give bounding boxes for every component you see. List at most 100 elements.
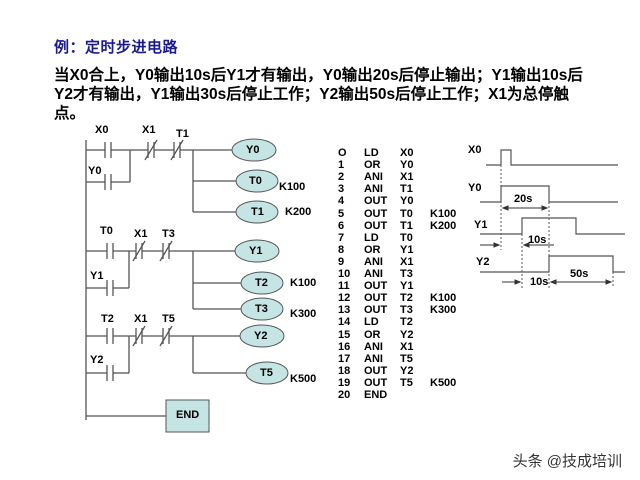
contact-label: T1 <box>176 128 189 140</box>
preset: K300 <box>430 304 457 317</box>
step-number: 20 <box>338 389 351 401</box>
operand: X1 <box>400 340 414 353</box>
step-number: 13 <box>338 304 351 317</box>
operand: Y0 <box>400 159 414 172</box>
instruction-row: 20 END <box>338 389 468 401</box>
duration-label: 10s <box>528 234 547 246</box>
step-number: 1 <box>338 159 345 172</box>
instruction-row: 4 OUT Y0 <box>338 195 468 207</box>
duration-label: 20s <box>514 193 533 205</box>
instruction-row: 16 ANI X1 <box>338 341 468 353</box>
step-number: 16 <box>338 340 351 353</box>
operand: Y1 <box>400 243 414 256</box>
step-number: 18 <box>338 364 351 377</box>
step-number: 7 <box>338 231 345 244</box>
contact-label: Y1 <box>90 270 104 282</box>
signal-label: Y1 <box>474 219 488 231</box>
instruction-row: 12 OUT T2 K100 <box>338 292 468 304</box>
operand: Y0 <box>400 195 414 208</box>
end-label: END <box>176 409 200 421</box>
operand: T5 <box>400 352 413 365</box>
contact-label: X1 <box>134 228 148 240</box>
coil-label: T5 <box>260 367 273 379</box>
signal-label: Y2 <box>476 256 490 268</box>
step-number: 5 <box>338 207 345 220</box>
instruction-row: 8 OR Y1 <box>338 244 468 256</box>
opcode: ANI <box>364 171 383 184</box>
step-number: 19 <box>338 376 351 389</box>
opcode: OUT <box>364 195 388 208</box>
coil-label: T1 <box>251 206 264 218</box>
waveform-y0 <box>480 185 618 203</box>
coil-t5 <box>245 361 289 385</box>
opcode: OR <box>364 328 381 341</box>
watermark: 头条 @技成培训 <box>512 453 622 470</box>
coil-t1 <box>235 200 279 224</box>
step-number: 2 <box>338 171 345 184</box>
preset: K100 <box>430 292 457 305</box>
coil-label: T2 <box>255 277 268 289</box>
operand: Y2 <box>400 364 414 377</box>
coil-label: Y1 <box>249 245 263 257</box>
waveform-y1 <box>480 217 625 235</box>
timing-diagram <box>480 149 625 273</box>
opcode: LD <box>364 231 379 244</box>
step-number: 17 <box>338 352 351 365</box>
operand: T5 <box>400 376 413 389</box>
operand: X1 <box>400 171 414 184</box>
coil-label: Y2 <box>254 330 268 342</box>
contact-label: T3 <box>162 228 175 240</box>
contact-label: X0 <box>95 124 109 136</box>
preset: K500 <box>430 376 457 389</box>
contact-label: Y0 <box>88 165 102 177</box>
opcode: ANI <box>364 352 383 365</box>
coil-y2 <box>239 324 285 348</box>
operand: Y1 <box>400 280 414 293</box>
opcode: ANI <box>364 183 383 196</box>
opcode: LD <box>364 147 379 159</box>
opcode: OUT <box>364 219 388 232</box>
coil-t2 <box>240 271 284 295</box>
operand: T2 <box>400 292 413 305</box>
coil-label: Y0 <box>246 144 260 156</box>
opcode: OR <box>364 243 381 256</box>
step-number: 8 <box>338 243 345 256</box>
step-number: 12 <box>338 292 351 305</box>
opcode: OUT <box>364 207 388 220</box>
opcode: OUT <box>364 304 388 317</box>
contact-label: X1 <box>134 313 148 325</box>
step-number: 3 <box>338 183 345 196</box>
step-number: 15 <box>338 328 351 341</box>
opcode: END <box>364 389 388 401</box>
instruction-row: 17 ANI T5 <box>338 353 468 365</box>
step-number: 11 <box>338 280 350 293</box>
signal-label: X0 <box>468 144 482 156</box>
operand: T1 <box>400 219 413 232</box>
step-number: 10 <box>338 268 351 280</box>
contact-label: T5 <box>162 313 175 325</box>
page-title: 例：定时步进电路 <box>54 39 179 56</box>
opcode: OUT <box>364 292 388 305</box>
operand: X0 <box>400 147 414 159</box>
opcode: ANI <box>364 340 383 353</box>
preset-label: K100 <box>279 181 306 193</box>
contact-label: T2 <box>101 313 114 325</box>
preset-label: K200 <box>285 206 312 218</box>
step-number: 14 <box>338 316 351 329</box>
operand: T2 <box>400 316 413 329</box>
step-number: 9 <box>338 255 345 268</box>
waveform-x0 <box>486 149 618 166</box>
step-number: 4 <box>338 195 345 208</box>
end-block <box>165 399 210 433</box>
